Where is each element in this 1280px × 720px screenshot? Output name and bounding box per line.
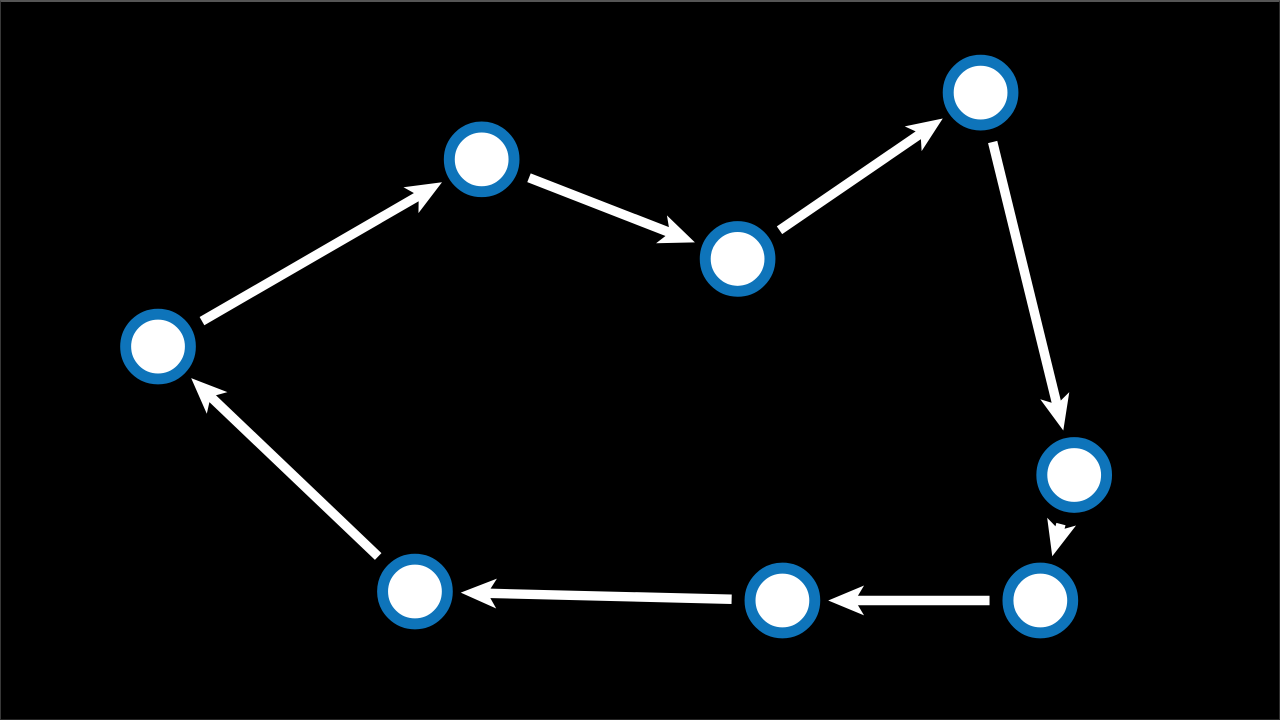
arrowhead-icon	[460, 578, 497, 609]
arrowhead-icon	[828, 585, 865, 616]
edge-line-n8-n1	[206, 392, 382, 560]
graph-node-n6	[1002, 562, 1079, 639]
arrowhead-icon	[1047, 517, 1077, 557]
graph-node-n8	[377, 553, 453, 630]
edge-line-n4-n5	[988, 140, 1062, 407]
arrowhead-icon	[656, 215, 695, 244]
edge-line-n2-n3	[527, 173, 673, 238]
edge-line-n7-n8	[486, 588, 732, 604]
graph-node-n3	[699, 221, 776, 297]
arrowhead-icon	[904, 118, 943, 152]
graph-node-n7	[744, 562, 821, 639]
edge-line-n5-n6	[1054, 522, 1066, 533]
graph-node-n2	[443, 121, 520, 198]
edge-line-n3-n4	[776, 129, 925, 235]
arrowhead-icon	[403, 182, 443, 214]
arrowhead-icon	[1040, 392, 1070, 431]
graph-node-n5	[1036, 437, 1113, 513]
graph-node-n4	[942, 54, 1019, 131]
edge-line-n1-n2	[199, 191, 422, 326]
graph-node-n1	[120, 308, 196, 385]
arrowhead-icon	[191, 378, 228, 414]
